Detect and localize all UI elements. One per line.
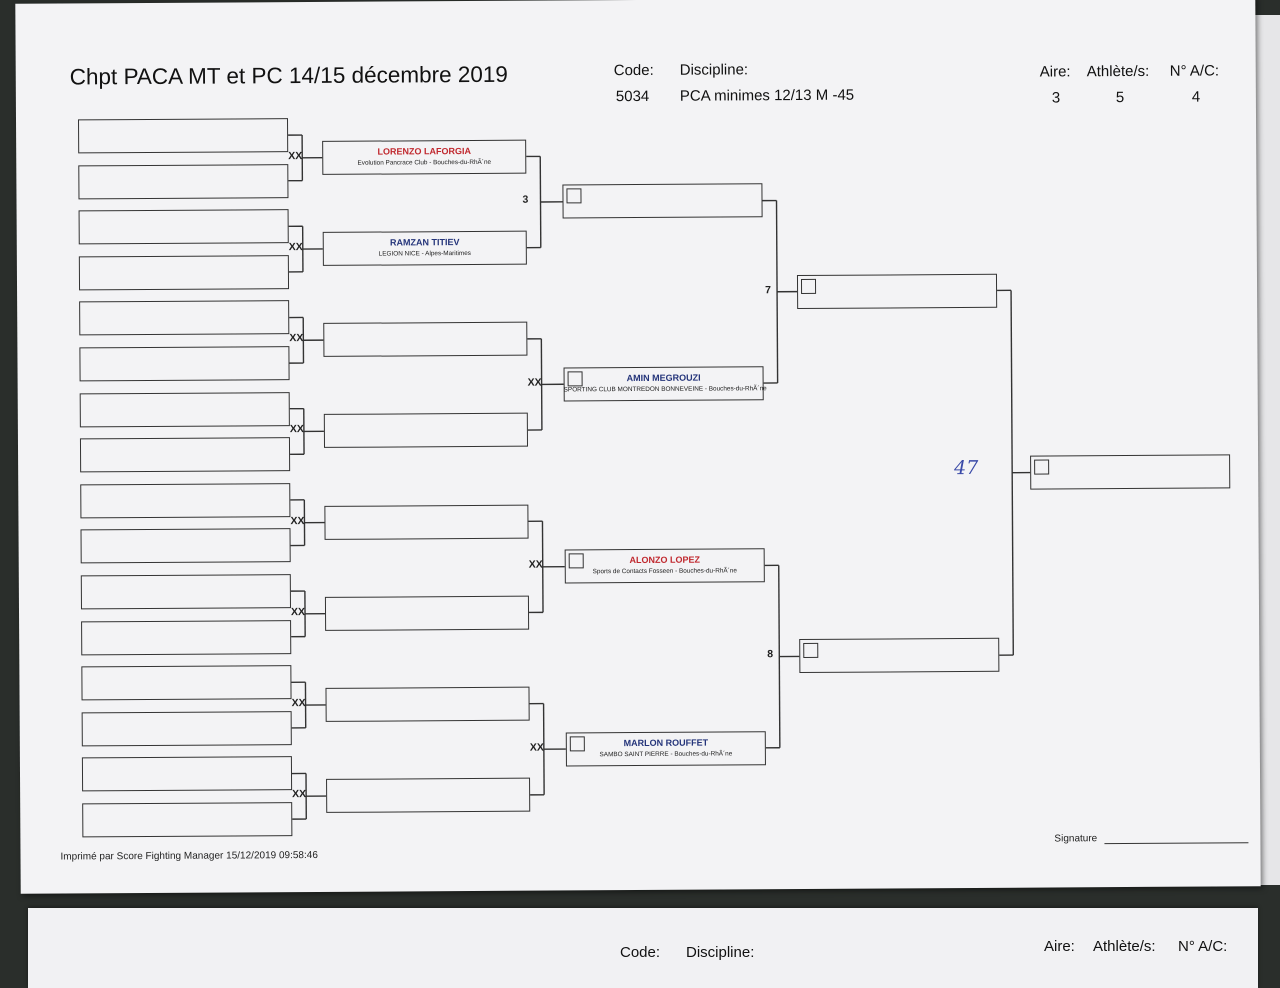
r1-slot xyxy=(78,118,288,153)
checkbox-icon xyxy=(1034,459,1049,474)
r1-slot xyxy=(81,665,291,700)
next-sheet: Code: Discipline: Aire: Athlète/s: N° A/… xyxy=(28,908,1258,988)
r1-slot xyxy=(80,392,290,427)
r1-slot xyxy=(82,711,292,746)
fighter-name: LORENZO LAFORGIA xyxy=(322,145,526,156)
bye-mark: XX xyxy=(288,150,302,162)
r1-slot xyxy=(80,483,290,518)
r1-slot xyxy=(78,164,288,199)
r1-slot xyxy=(79,209,289,244)
r2-slot xyxy=(326,778,530,813)
r2-slot xyxy=(323,322,527,357)
next-num-label: N° A/C: xyxy=(1178,938,1227,955)
bye-mark: XX xyxy=(292,788,306,800)
printed-by: Imprimé par Score Fighting Manager 15/12… xyxy=(60,850,317,863)
bye-mark: XX xyxy=(529,559,543,571)
bye-mark: XX xyxy=(290,423,304,435)
bye-mark: XX xyxy=(530,741,544,753)
fighter-name: AMIN MEGROUZI xyxy=(564,372,764,383)
bye-mark: XX xyxy=(290,515,304,527)
r2-slot xyxy=(324,504,528,539)
checkbox-icon xyxy=(801,279,816,294)
r1-slot xyxy=(79,255,289,290)
checkbox-icon xyxy=(803,643,818,658)
fighter-name: ALONZO LOPEZ xyxy=(565,554,765,565)
r2-slot xyxy=(325,595,529,630)
handwritten-note: 47 xyxy=(954,457,978,479)
winner-slot xyxy=(1030,454,1230,489)
next-code-label: Code: xyxy=(620,944,660,961)
bracket-sheet: Chpt PACA MT et PC 14/15 décembre 2019 C… xyxy=(15,0,1260,894)
r1-slot xyxy=(79,301,289,336)
match-number: 3 xyxy=(522,194,528,206)
r4-slot xyxy=(797,273,997,308)
r2-slot xyxy=(325,687,529,722)
r1-slot xyxy=(80,437,290,472)
bye-mark: XX xyxy=(291,606,305,618)
fighter-club: Sports de Contacts Fosseen - Bouches-du-… xyxy=(565,567,765,575)
r4-slot xyxy=(799,638,999,673)
bye-mark: XX xyxy=(289,241,303,253)
next-aire-label: Aire: xyxy=(1044,938,1075,955)
checkbox-icon xyxy=(566,189,581,204)
r1-slot xyxy=(81,574,291,609)
fighter-name: MARLON ROUFFET xyxy=(566,737,766,748)
match-number: 8 xyxy=(767,649,773,661)
r1-slot xyxy=(79,346,289,381)
bye-mark: XX xyxy=(289,332,303,344)
r2-slot xyxy=(324,413,528,448)
fighter-club: LEGION NICE - Alpes-Maritimes xyxy=(323,250,527,258)
r1-slot xyxy=(82,757,292,792)
next-discipline-label: Discipline: xyxy=(686,944,754,961)
r1-slot xyxy=(81,529,291,564)
r3-slot xyxy=(562,184,762,219)
signature-label: Signature xyxy=(1054,833,1097,844)
bye-mark: XX xyxy=(528,376,542,388)
fighter-club: Evolution Pancrace Club - Bouches-du-RhÃ… xyxy=(322,158,526,166)
r1-slot xyxy=(82,802,292,837)
fighter-club: SPORTING CLUB MONTREDON BONNEVEINE - Bou… xyxy=(564,385,764,393)
fighter-name: RAMZAN TITIEV xyxy=(323,237,527,248)
match-number: 7 xyxy=(765,284,771,296)
next-athletes-label: Athlète/s: xyxy=(1093,938,1156,955)
fighter-club: SAMBO SAINT PIERRE - Bouches-du-RhÃ´ne xyxy=(566,750,766,758)
r1-slot xyxy=(81,620,291,655)
bye-mark: XX xyxy=(292,697,306,709)
